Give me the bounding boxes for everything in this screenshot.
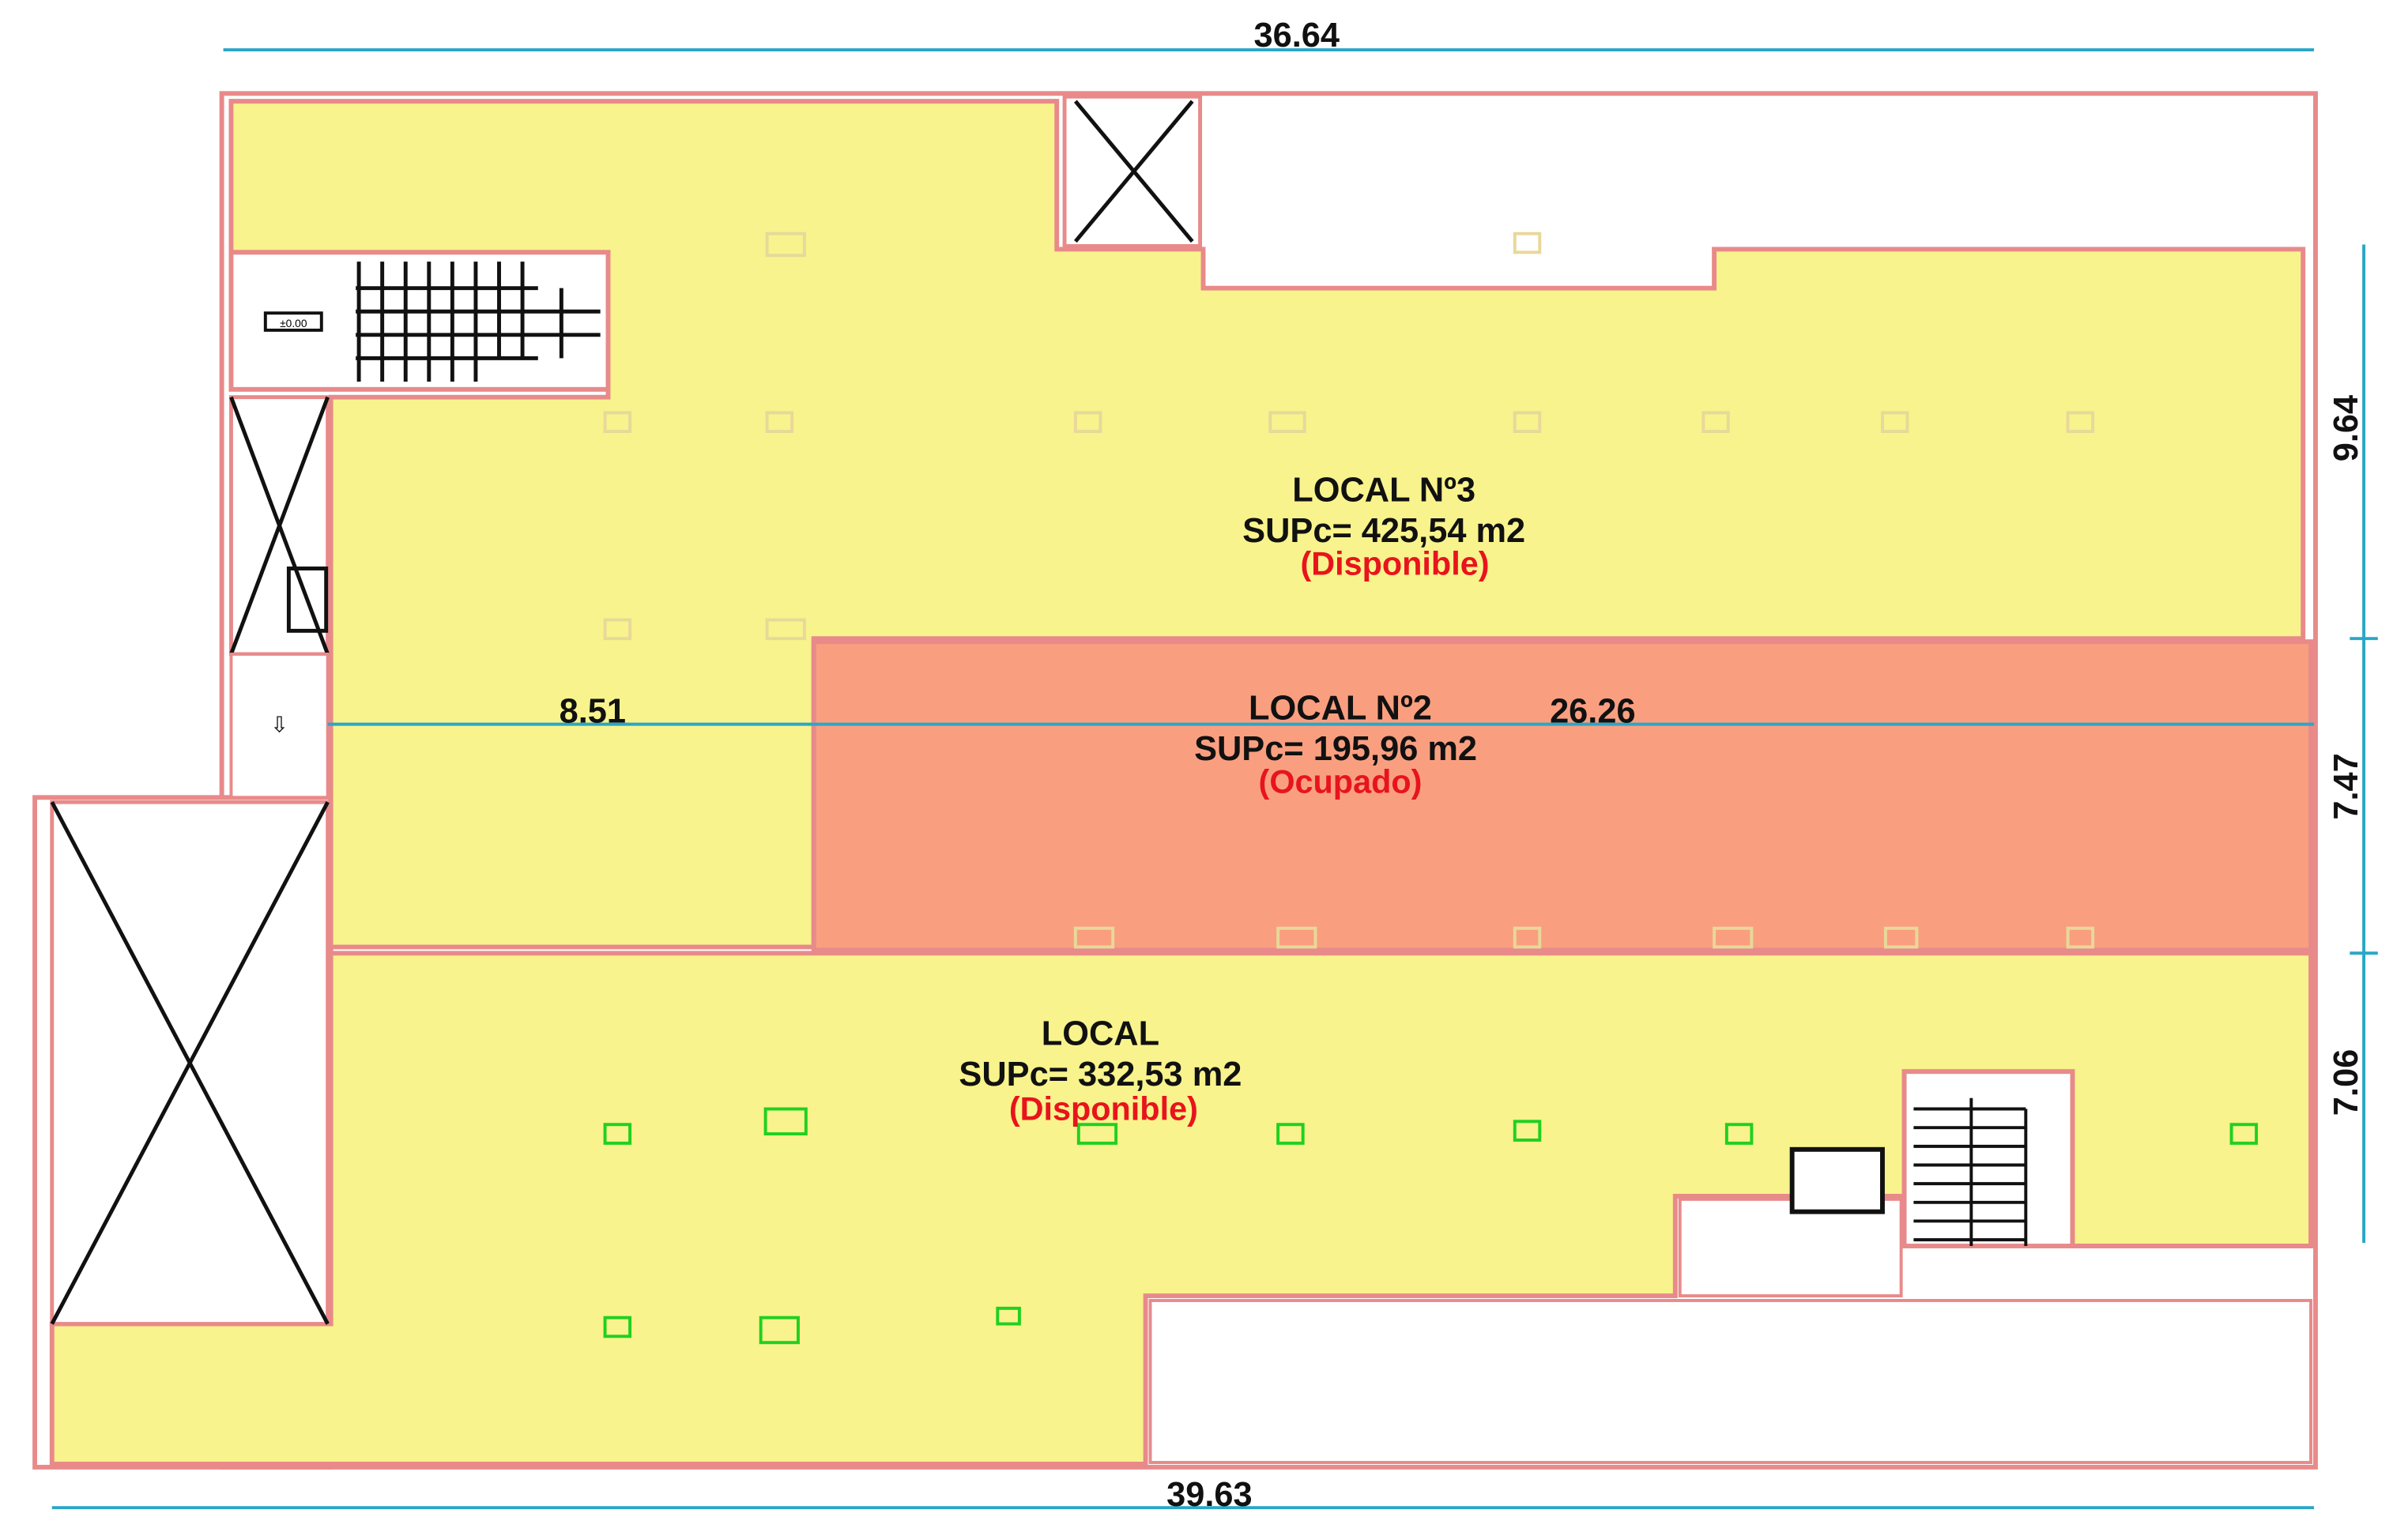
dimension-bottom: 39.63	[1166, 1476, 1253, 1514]
dimension-top: 36.64	[1254, 17, 1340, 55]
dimension-right-upper: 9.64	[2327, 395, 2365, 461]
unit-area: SUPc= 425,54 m2	[1242, 512, 1525, 550]
unit-status: (Disponible)	[1009, 1090, 1198, 1127]
patio-south	[1148, 1299, 2313, 1464]
dimension-right-lower: 7.06	[2327, 1049, 2365, 1116]
unit-area: SUPc= 332,53 m2	[959, 1056, 1242, 1094]
service-room	[1678, 1197, 1903, 1298]
dimension-lines	[51, 48, 2378, 1510]
columns	[603, 232, 2095, 949]
shaft-voids	[50, 94, 1203, 1327]
arrow-down-icon: ⇩	[270, 712, 288, 736]
dimension-right-middle: 7.47	[2327, 753, 2365, 819]
level-marker: ±0.00	[280, 318, 307, 329]
unit-name: LOCAL Nº2	[1249, 690, 1432, 728]
dimension-inner-left: 8.51	[560, 693, 626, 731]
unit-local-2[interactable]	[811, 639, 2314, 953]
label-local-3: LOCAL Nº3 SUPc= 425,54 m2 (Disponible)	[1242, 472, 1525, 582]
patio-north	[1208, 101, 2299, 245]
stair-north: ±0.00	[228, 250, 611, 392]
unit-area: SUPc= 195,96 m2	[1194, 730, 1477, 768]
label-local: LOCAL SUPc= 332,53 m2 (Disponible)	[959, 1015, 1242, 1127]
unit-status: (Disponible)	[1300, 545, 1489, 582]
label-local-2: LOCAL Nº2 SUPc= 195,96 m2 (Ocupado)	[1194, 690, 1477, 800]
unit-name: LOCAL	[1042, 1015, 1159, 1053]
stair-south	[1789, 1069, 2075, 1248]
unit-status: (Ocupado)	[1259, 763, 1423, 800]
dimension-inner-right: 26.26	[1550, 693, 1636, 731]
column-markers	[603, 1107, 2259, 1345]
unit-name: LOCAL Nº3	[1292, 472, 1475, 510]
